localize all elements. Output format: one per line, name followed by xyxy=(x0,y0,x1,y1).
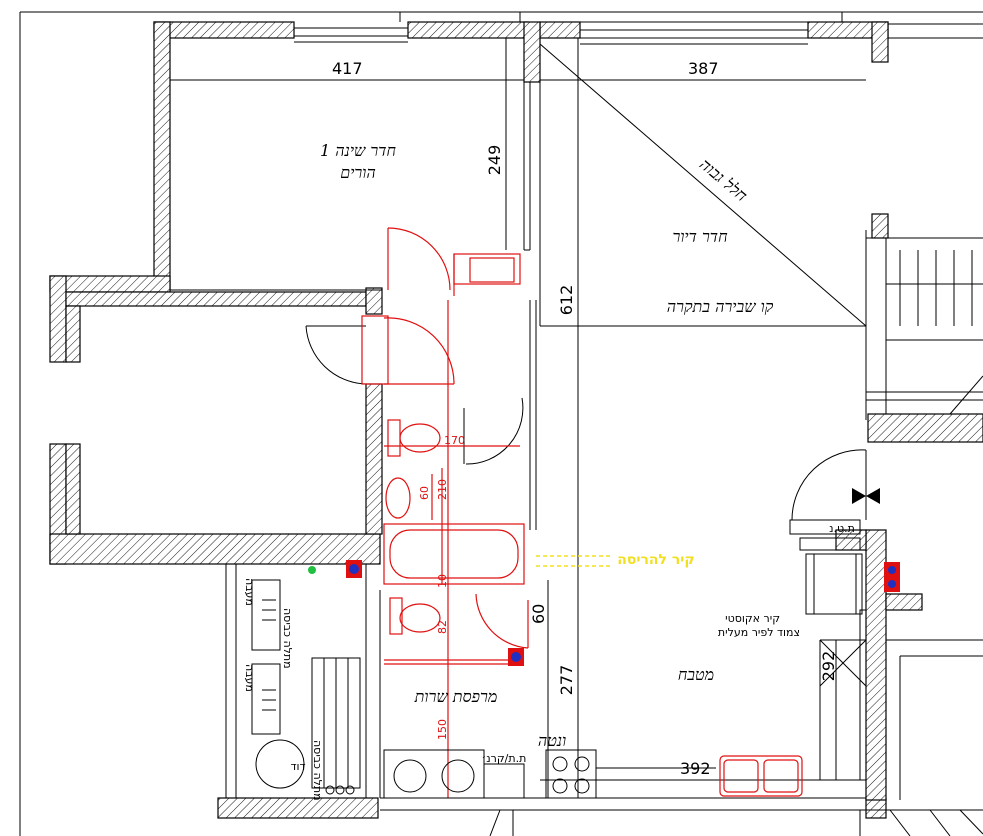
bedroom-label: חדר שינה 1 xyxy=(320,141,397,160)
windows xyxy=(294,21,983,45)
dim-417: 417 xyxy=(332,59,363,78)
wall-demolish-note: קיר להריסה xyxy=(617,552,695,568)
dim-60a: 60 xyxy=(418,486,431,500)
dim-387: 387 xyxy=(688,59,719,78)
dim-249: 249 xyxy=(485,145,504,176)
service-balcony-label: מרפסת שרות xyxy=(414,687,498,706)
partitions xyxy=(169,38,983,836)
vent-label: ונטה xyxy=(538,731,566,750)
dim-210: 210 xyxy=(436,479,449,500)
bathroom-fixtures xyxy=(346,227,900,798)
dim-392: 392 xyxy=(680,759,711,778)
dim-292: 292 xyxy=(819,651,838,682)
laundry-label-2: מעבה xyxy=(243,664,256,692)
dim-612: 612 xyxy=(557,285,576,316)
service-items xyxy=(251,566,597,799)
dim-170: 170 xyxy=(444,434,465,447)
dim-60b: 60 xyxy=(529,604,548,624)
tk-label: ת.ת/קרנ׳ xyxy=(482,752,527,765)
acoustic-wall-sublabel: צמוד לפיר מעלית xyxy=(718,626,800,639)
dim-150: 150 xyxy=(436,719,449,740)
laundry-label-1: מעבה xyxy=(243,578,256,606)
high-space-label: חלל גבוה xyxy=(696,155,752,206)
walls xyxy=(49,21,983,819)
doors xyxy=(305,325,880,521)
dimension-lines xyxy=(170,38,866,798)
bedroom-sublabel: הורים xyxy=(340,163,376,182)
dim-277: 277 xyxy=(557,665,576,696)
acoustic-wall-label: קיר אקוסטי xyxy=(725,612,780,625)
laundry-rack-label: מתלה כביסה xyxy=(281,608,294,669)
boiler-rack-label: מתלה כביסה xyxy=(311,740,324,801)
ceiling-break-label: קו שבירה בתקרה xyxy=(667,297,774,316)
kitchen-label: מטבח xyxy=(678,665,714,684)
dim-82: 82 xyxy=(436,620,449,634)
tn-label: ת.ט.נ xyxy=(829,522,855,535)
living-label: חדר דיור xyxy=(672,227,728,246)
dim-10: 10 xyxy=(436,574,449,588)
boiler-label: דוד xyxy=(290,760,305,773)
